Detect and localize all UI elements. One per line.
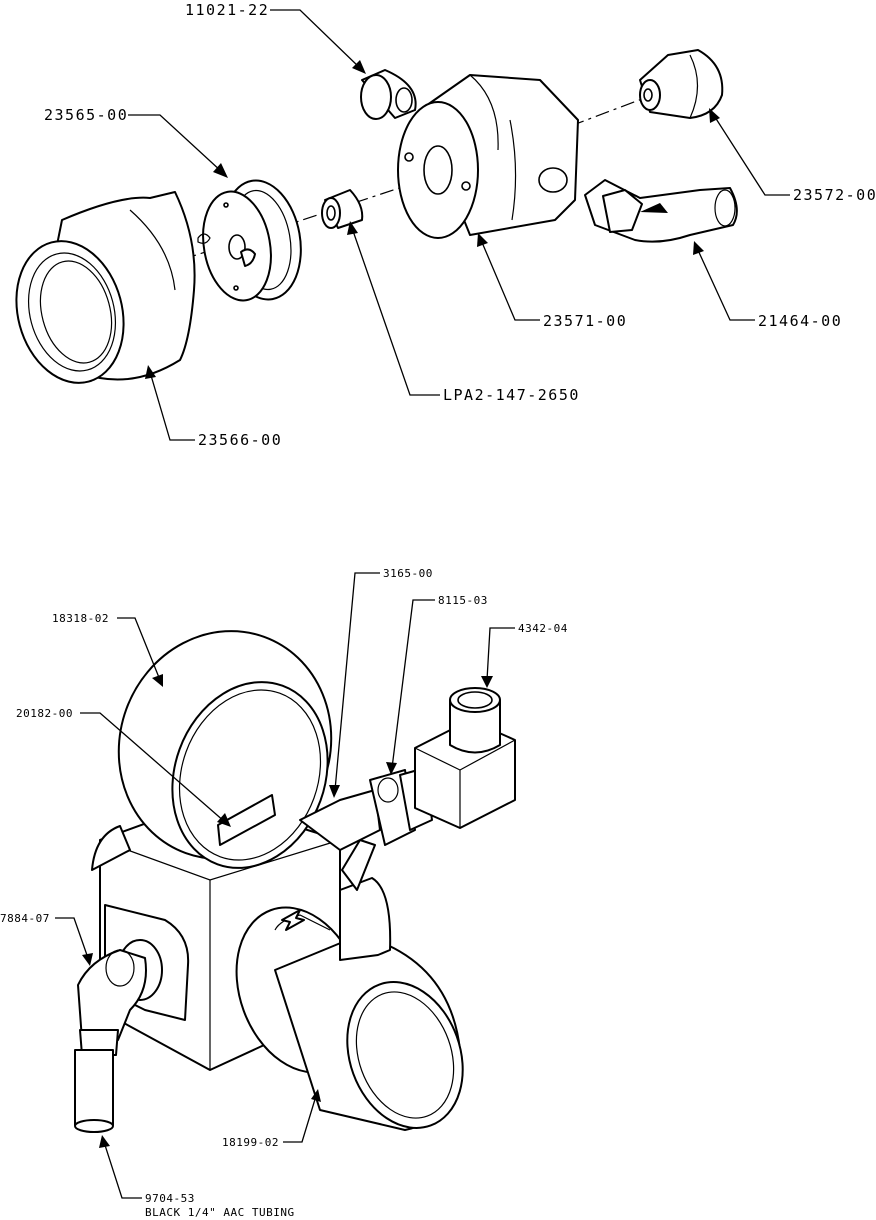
leader-4342: [486, 627, 515, 681]
leader-23566: [149, 371, 195, 441]
label-18318-02: 18318-02: [52, 612, 109, 625]
leader-18318: [117, 617, 161, 681]
part-lpa2-fitting: [321, 189, 364, 229]
part-18199-knob: [235, 906, 464, 1131]
label-8115-03: 8115-03: [438, 594, 488, 607]
leader-23571: [480, 239, 540, 321]
top-assembly: 11021-22 23565-00 23572-00 21464-00 2357…: [15, 1, 876, 449]
leader-23565: [128, 114, 223, 173]
label-20182-00: 20182-00: [16, 707, 73, 720]
label-4342-04: 4342-04: [518, 622, 568, 635]
label-23571-00: 23571-00: [543, 312, 627, 330]
leader-11021: [270, 9, 361, 69]
leader-3165: [334, 572, 380, 791]
arrowhead-7884: [82, 953, 93, 966]
part-18318-gauge: [117, 630, 333, 869]
leader-7884: [55, 917, 89, 959]
leader-23572: [712, 113, 790, 196]
arrowhead-18318: [152, 674, 163, 687]
label-23566-00: 23566-00: [198, 431, 282, 449]
part-23566-cap: [15, 191, 196, 384]
arrowhead-18199: [311, 1089, 321, 1102]
part-23572-cap: [639, 49, 724, 119]
leader-21464: [696, 247, 755, 321]
label-tubing-note: BLACK 1/4" AAC TUBING: [145, 1206, 295, 1219]
label-3165-00: 3165-00: [383, 567, 433, 580]
label-lpa2-147-2650: LPA2-147-2650: [443, 386, 580, 404]
gauge-label-plate: [217, 794, 276, 846]
label-21464-00: 21464-00: [758, 312, 842, 330]
label-11021-22: 11021-22: [185, 1, 269, 19]
part-4342-solenoid: [414, 687, 516, 829]
arrowhead-9704: [99, 1135, 110, 1148]
leader-8115: [391, 599, 435, 769]
part-23571-body: [397, 74, 579, 239]
part-right-bracket: [339, 839, 392, 961]
arrowhead-11021: [352, 60, 366, 74]
part-11021-plug: [360, 69, 417, 120]
arrowhead-4342: [481, 676, 493, 688]
arrowhead-21464: [693, 241, 704, 255]
bottom-assembly: 3165-00 8115-03 4342-04 18318-02 20182-0…: [0, 567, 568, 1219]
part-7884-elbow: [77, 949, 147, 1056]
arrowhead-3165: [329, 785, 340, 798]
arrowhead-23565: [213, 163, 228, 178]
arrowhead-23566: [145, 365, 156, 379]
centerline-rear: [519, 95, 651, 146]
label-9704-53: 9704-53: [145, 1192, 195, 1205]
arrowhead-23572: [709, 108, 720, 123]
part-23565-disk: [197, 179, 302, 302]
label-18199-02: 18199-02: [222, 1136, 279, 1149]
arrowhead-20182: [217, 813, 231, 827]
part-9704-tubing: [74, 1049, 114, 1133]
arrowhead-8115: [386, 762, 397, 775]
leader-lpa2: [351, 227, 440, 396]
label-23565-00: 23565-00: [44, 106, 128, 124]
label-7884-07: 7884-07: [0, 912, 50, 925]
leader-18199: [283, 1095, 317, 1143]
arrowhead-23571: [477, 233, 488, 247]
part-21464-elbow: [584, 179, 738, 243]
leader-20182: [80, 712, 226, 823]
leader-9704: [103, 1141, 142, 1199]
label-23572-00: 23572-00: [793, 186, 876, 204]
arrowhead-lpa2: [347, 221, 358, 235]
flow-arrow-icon: [281, 909, 305, 931]
